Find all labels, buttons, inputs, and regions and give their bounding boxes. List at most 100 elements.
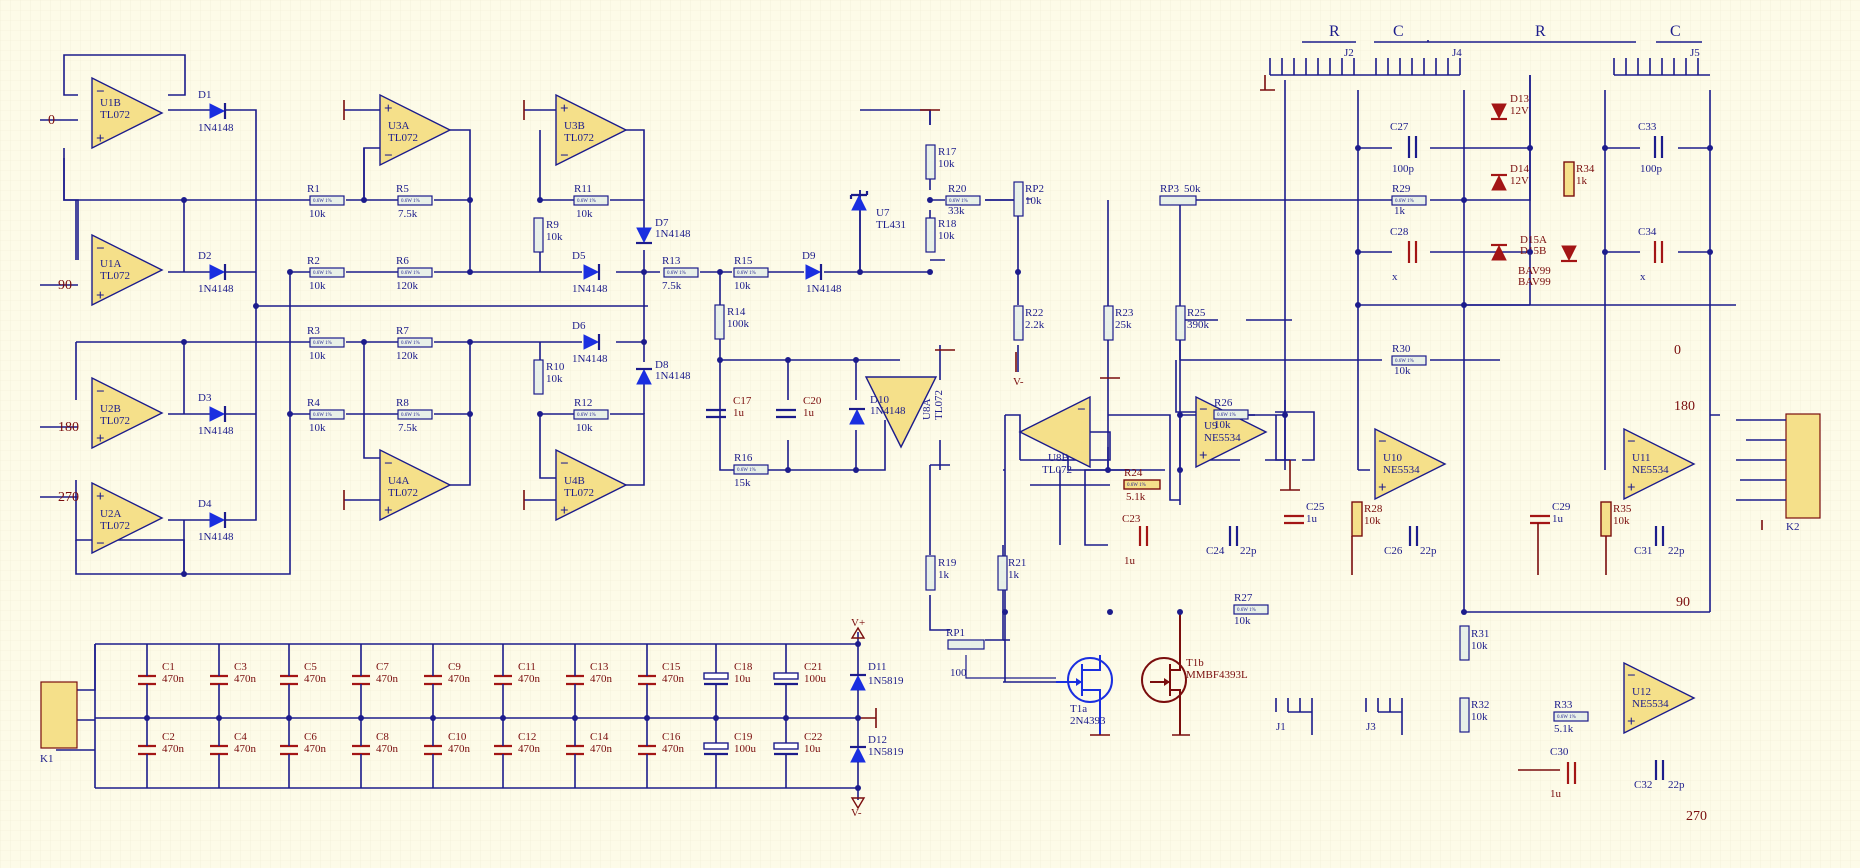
connector-J4[interactable]: J4 [1375,47,1462,75]
opamp-U3B[interactable]: U3B TL072 +− [555,93,628,167]
opamp-U8B[interactable]: − [1018,395,1091,469]
opamp-U10[interactable]: U10 NE5534 −+ [1374,427,1447,501]
opamp-U11[interactable]: U11 NE5534 −+ [1623,427,1696,501]
opamp-U1A[interactable]: U1A TL072 −+ [91,233,164,307]
opamp-U4B[interactable]: U4B TL072 −+ [555,448,628,522]
connector-J5[interactable]: J5 [1613,47,1700,75]
svg-text:U7: U7 [876,207,890,219]
opamp-U4A[interactable]: U4A TL072 −+ [379,448,452,522]
connector-J1[interactable]: J1 [1275,698,1313,735]
svg-text:R8: R8 [396,397,409,409]
connector-J2[interactable]: J2 [1269,47,1355,75]
opamp-U2B[interactable]: U2B TL072 −+ [91,376,164,450]
connector-J3[interactable]: J3 [1365,698,1403,735]
connector-K1[interactable]: K1 [40,681,78,765]
opamp-U12[interactable]: U12 NE5534 −+ [1623,661,1696,735]
opamp-U2A[interactable]: U2A TL072 +− [91,481,164,555]
resistor-R5[interactable]: 0.6W 1% R57.5k [396,183,433,220]
connector-K2[interactable]: K2 [1736,413,1821,533]
opamp-U8A[interactable] [864,376,938,449]
resistor-R8[interactable]: 0.6W 1% R87.5k [396,397,433,434]
opamp-U3A[interactable]: U3A TL072 +− [379,93,452,167]
opamp-U1B[interactable]: U1B TL072 −+ [91,76,164,150]
